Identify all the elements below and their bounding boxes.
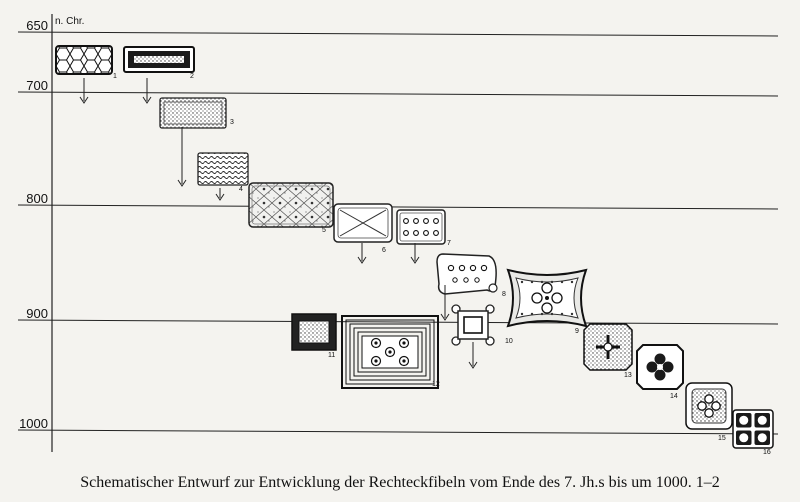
gridline-700	[17, 91, 779, 97]
brooch-12	[341, 315, 439, 389]
brooch-number-3: 3	[230, 119, 234, 126]
gridline-800	[17, 204, 779, 210]
brooch-number-10: 10	[505, 338, 513, 345]
brooch-number-13: 13	[624, 372, 632, 379]
figure-caption: Schematischer Entwurf zur Entwicklung de…	[80, 474, 720, 491]
year-label-700: 700	[26, 78, 48, 93]
gridline-650	[17, 31, 779, 37]
brooch-11	[291, 313, 337, 351]
brooch-number-2: 2	[190, 73, 194, 80]
arrow-1-3	[79, 78, 89, 104]
brooch-number-15: 15	[718, 435, 726, 442]
brooch-14	[636, 344, 684, 390]
brooch-number-11: 11	[328, 352, 335, 359]
brooch-number-1: 1	[113, 73, 117, 80]
arrow-8-10	[440, 285, 450, 321]
brooch-3	[159, 97, 227, 129]
brooch-2	[123, 46, 195, 73]
year-label-900: 900	[26, 306, 48, 321]
brooch-number-6: 6	[382, 247, 386, 254]
era-label: n. Chr.	[55, 16, 84, 27]
year-label-800: 800	[26, 191, 48, 206]
year-label-650: 650	[26, 18, 48, 33]
brooch-4	[197, 152, 249, 186]
brooch-16	[732, 409, 774, 449]
brooch-number-9: 9	[575, 328, 579, 335]
brooch-number-4: 4	[239, 186, 243, 193]
brooch-9	[506, 268, 588, 328]
brooch-number-5: 5	[322, 227, 326, 234]
brooch-5	[248, 182, 334, 228]
brooch-number-14: 14	[670, 393, 678, 400]
brooch-number-16: 16	[763, 449, 771, 456]
gridline-900	[17, 319, 779, 325]
arrow-10-down	[468, 342, 478, 369]
brooch-number-8: 8	[502, 291, 506, 298]
brooch-6	[333, 203, 393, 243]
brooch-1	[55, 45, 113, 75]
brooch-number-12: 12	[432, 381, 440, 388]
year-label-1000: 1000	[19, 416, 48, 431]
arrow-4-5	[215, 188, 225, 201]
brooch-13	[583, 323, 633, 371]
arrow-2-3	[142, 78, 152, 104]
time-axis: n. Chr.	[51, 14, 84, 452]
arrow-6-down	[357, 243, 367, 264]
arrow-3-5	[177, 127, 187, 187]
gridline-1000	[17, 429, 779, 435]
brooch-number-7: 7	[447, 240, 451, 247]
year-gridlines	[17, 31, 779, 435]
arrow-7-down	[410, 243, 420, 264]
brooch-10	[451, 304, 495, 346]
year-labels: 650 700 800 900 1000	[19, 18, 48, 431]
development-arrows	[79, 78, 478, 369]
brooch-15	[685, 382, 733, 430]
brooch-7	[396, 209, 446, 245]
brooch-8	[436, 253, 498, 295]
